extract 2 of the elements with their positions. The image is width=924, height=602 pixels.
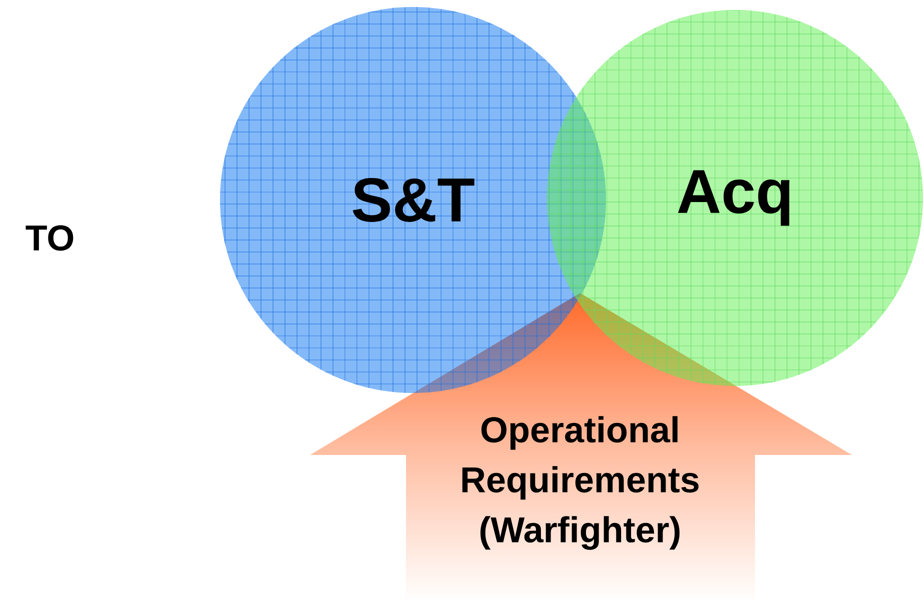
side-label: TO — [26, 225, 74, 251]
block-arrow: Operational Requirements (Warfighter) — [462, 416, 699, 550]
